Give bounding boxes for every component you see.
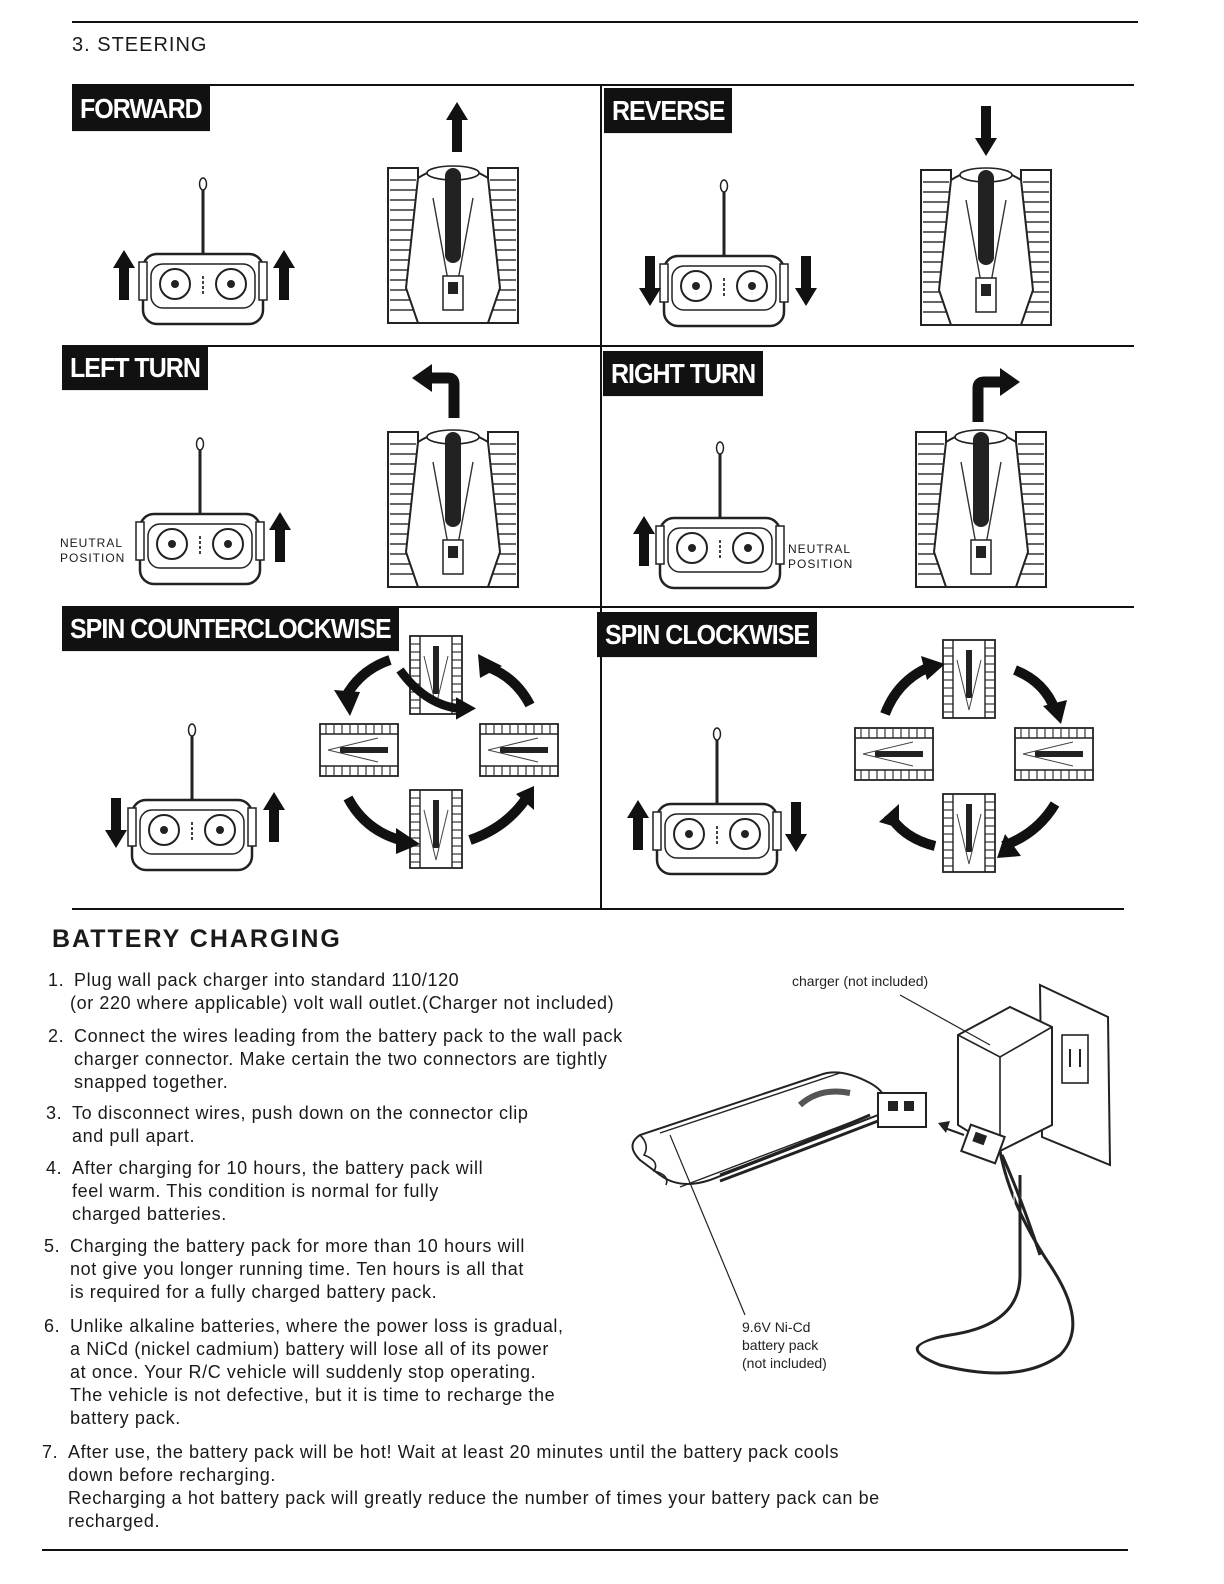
reverse-tank-illustration — [920, 167, 1052, 326]
battery-charging-title: BATTERY CHARGING — [52, 925, 342, 953]
grid-vertical-divider — [600, 84, 602, 910]
spin-cw-left-arrow-up-icon — [627, 800, 649, 850]
battery-pack-label: 9.6V Ni-Cd battery pack (not included) — [742, 1319, 827, 1371]
grid-row1-line — [72, 345, 1134, 347]
spin-cw-rotation-diagram — [854, 639, 1094, 873]
spin-cw-remote-illustration — [651, 726, 783, 876]
panel-label-reverse: REVERSE — [604, 88, 733, 134]
right-turn-remote-illustration — [654, 440, 786, 590]
forward-remote-illustration — [137, 176, 269, 326]
left-turn-tank-illustration — [387, 429, 519, 588]
spin-ccw-rotation-diagram — [319, 635, 559, 869]
top-rule — [72, 21, 1138, 23]
right-turn-bent-arrow-icon — [972, 368, 1020, 422]
charger-label: charger (not included) — [792, 973, 929, 989]
spin-ccw-left-arrow-down-icon — [105, 798, 127, 848]
spin-ccw-remote-illustration — [126, 722, 258, 872]
spin-cw-right-arrow-down-icon — [785, 802, 807, 852]
panel-label-forward: FORWARD — [72, 86, 210, 132]
left-turn-neutral-label: NEUTRAL POSITION — [60, 536, 126, 565]
left-turn-right-arrow-up-icon — [269, 512, 291, 562]
spin-ccw-right-arrow-up-icon — [263, 792, 285, 842]
right-turn-tank-illustration — [915, 429, 1047, 588]
panel-label-right-turn: RIGHT TURN — [603, 351, 764, 397]
forward-tank-illustration — [387, 165, 519, 324]
panel-label-left-turn: LEFT TURN — [62, 345, 208, 391]
reverse-right-arrow-down-icon — [795, 256, 817, 306]
reverse-remote-illustration — [658, 178, 790, 328]
reverse-tank-arrow-down-icon — [975, 106, 997, 156]
section-title: 3. STEERING — [72, 34, 208, 56]
charger-and-battery-illustration — [631, 983, 1112, 1379]
bottom-rule — [42, 1549, 1128, 1551]
left-turn-bent-arrow-icon — [412, 364, 460, 418]
right-turn-neutral-label: NEUTRAL POSITION — [788, 542, 854, 571]
panel-label-spin-cw: SPIN CLOCKWISE — [597, 612, 818, 658]
panel-label-spin-ccw: SPIN COUNTERCLOCKWISE — [62, 606, 399, 652]
reverse-left-arrow-down-icon — [639, 256, 661, 306]
forward-tank-arrow-up-icon — [446, 102, 468, 152]
forward-left-arrow-up-icon — [113, 250, 135, 300]
forward-right-arrow-up-icon — [273, 250, 295, 300]
left-turn-remote-illustration — [134, 436, 266, 586]
right-turn-left-arrow-up-icon — [633, 516, 655, 566]
grid-bottom-line — [72, 908, 1124, 910]
grid-row2-line — [72, 606, 1134, 608]
grid-top-line — [72, 84, 1134, 86]
